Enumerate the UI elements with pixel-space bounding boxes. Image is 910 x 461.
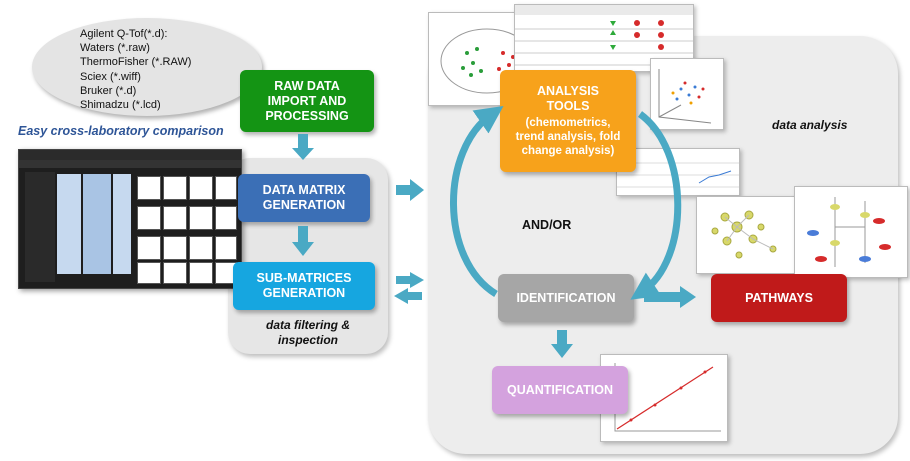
software-screenshot: [18, 149, 242, 289]
file-format-bubble: [32, 18, 262, 116]
arrow-to-pathways: [644, 286, 696, 308]
source-waters: Waters (*.raw): [80, 42, 150, 55]
data-analysis-label: data analysis: [772, 118, 848, 132]
network-graph-screenshot: [696, 196, 802, 274]
and-or-label: AND/OR: [522, 218, 572, 232]
source-bruker: Bruker (*.d): [80, 84, 137, 97]
identification-box: IDENTIFICATION: [498, 274, 634, 322]
arrow-to-analysis: [396, 179, 424, 201]
analysis-tools-title: ANALYSIS TOOLS: [536, 84, 600, 113]
analysis-tools-box: ANALYSIS TOOLS (chemometrics, trend anal…: [500, 70, 636, 172]
sub-matrices-box: SUB-MATRICES GENERATION: [233, 262, 375, 310]
metabolic-pathway-screenshot: [794, 186, 908, 278]
arrow-matrix-to-submatrices: [292, 226, 314, 256]
raw-data-import-box: RAW DATA IMPORT AND PROCESSING: [240, 70, 374, 132]
analysis-tools-detail: (chemometrics, trend analysis, fold chan…: [515, 117, 621, 157]
source-agilent: Agilent Q-Tof(*.d):: [80, 28, 168, 40]
data-matrix-box: DATA MATRIX GENERATION: [238, 174, 370, 222]
cross-lab-label: Easy cross-laboratory comparison: [18, 124, 224, 138]
arc-identification-to-analysis: [450, 106, 504, 297]
arrow-bidirectional: [394, 272, 424, 304]
quantification-box: QUANTIFICATION: [492, 366, 628, 414]
arrow-raw-to-matrix: [292, 134, 314, 160]
data-filtering-label: data filtering & inspection: [265, 318, 350, 347]
pathways-box: PATHWAYS: [711, 274, 847, 322]
source-thermofisher: ThermoFisher (*.RAW): [80, 56, 192, 69]
source-sciex: Sciex (*.wiff): [80, 70, 141, 83]
arc-analysis-to-identification: [630, 111, 682, 300]
3d-scatter-screenshot: [650, 58, 724, 130]
arrow-to-quantification: [551, 330, 573, 358]
source-shimadzu: Shimadzu (*.lcd): [80, 99, 161, 112]
file-format-list: Agilent Q-Tof(*.d): Waters (*.raw) Therm…: [80, 27, 191, 112]
